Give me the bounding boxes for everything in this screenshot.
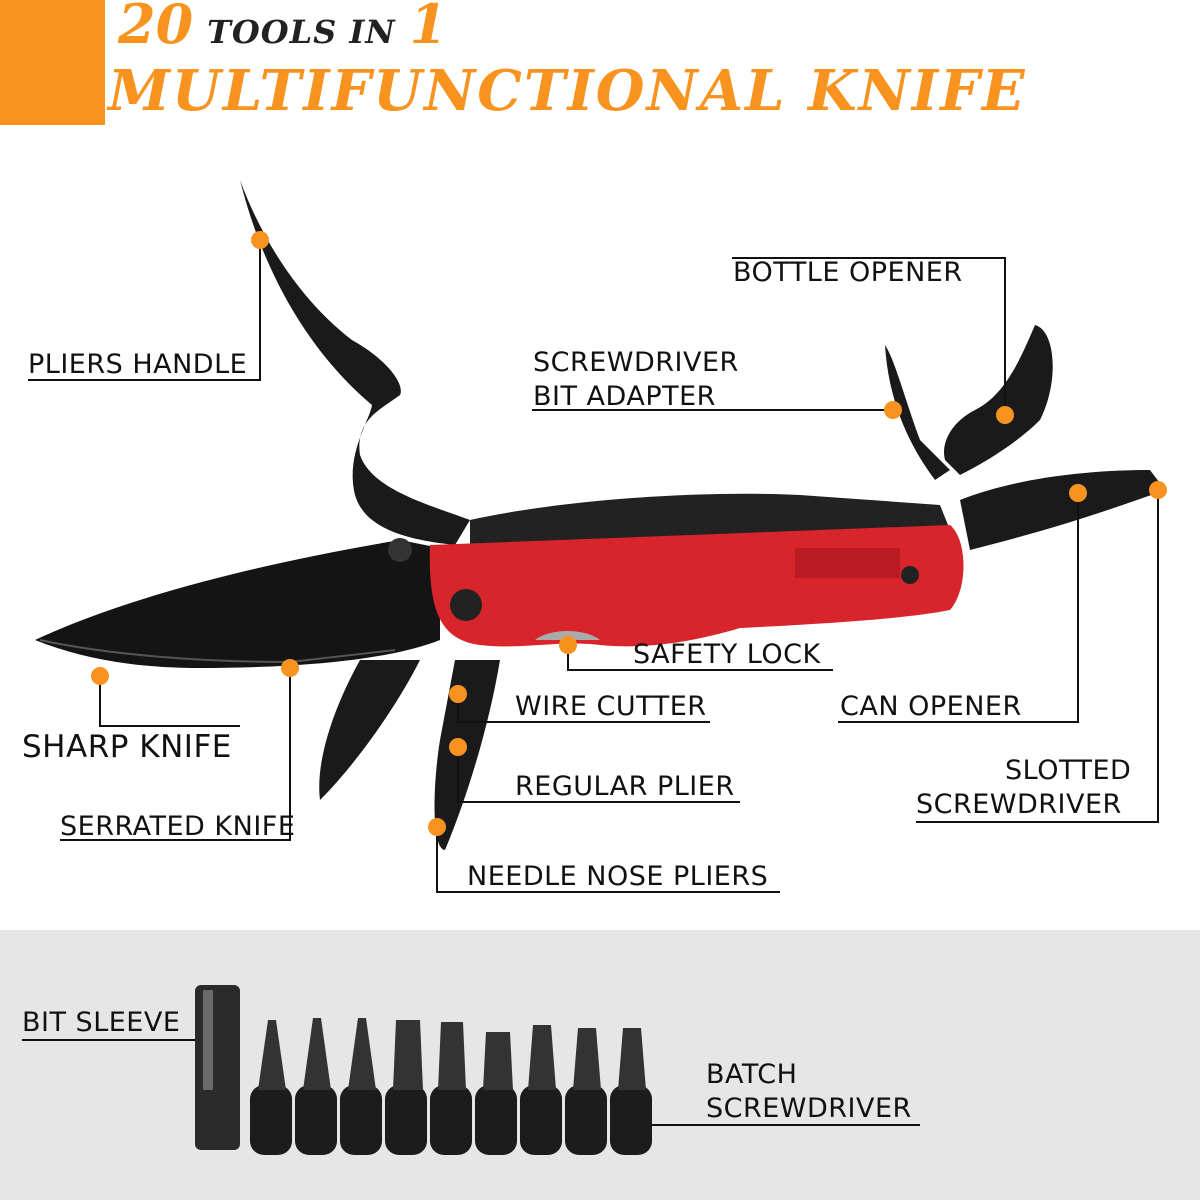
bit-tips xyxy=(258,1018,646,1090)
can-opener-arm xyxy=(960,470,1165,550)
bit-holder-1 xyxy=(250,1085,292,1155)
bit-tip-5 xyxy=(438,1022,466,1090)
bit-adapter-arm xyxy=(885,345,950,480)
label-slotted-line2: SCREWDRIVER xyxy=(916,789,1122,820)
leader-regular-plier xyxy=(457,747,740,803)
dot-wire-cutter xyxy=(449,685,467,703)
bit-tip-6 xyxy=(483,1032,513,1090)
label-regular-plier: REGULAR PLIER xyxy=(515,771,735,802)
handle-screw xyxy=(450,589,482,621)
leader-slotted-screwdriver xyxy=(916,490,1159,823)
label-batch-line1: BATCH xyxy=(706,1059,798,1090)
dot-needle-nose xyxy=(428,818,446,836)
bit-sleeve xyxy=(195,985,240,1150)
dot-safety-lock xyxy=(559,636,577,654)
label-serrated-knife: SERRATED KNIFE xyxy=(60,811,296,842)
leader-lines xyxy=(22,240,1159,1126)
label-can-opener: CAN OPENER xyxy=(840,691,1022,722)
bit-tip-2 xyxy=(303,1018,331,1090)
label-pliers-handle: PLIERS HANDLE xyxy=(28,349,248,380)
red-handle xyxy=(429,525,964,647)
leader-needle-nose xyxy=(436,827,780,893)
label-needle-nose-pliers: NEEDLE NOSE PLIERS xyxy=(467,861,769,892)
bit-tip-3 xyxy=(348,1018,376,1090)
header-accent-bar xyxy=(0,0,105,125)
leader-serrated-knife xyxy=(60,668,291,841)
dot-slotted-screwdriver xyxy=(1149,481,1167,499)
knife-blade xyxy=(35,540,440,668)
label-bottle-opener: BOTTLE OPENER xyxy=(733,257,963,288)
bit-holder-3 xyxy=(340,1085,382,1155)
bit-holder-8 xyxy=(565,1085,607,1155)
title-line-1: 20 TOOLS IN 1 xyxy=(118,0,447,56)
dot-can-opener xyxy=(1069,484,1087,502)
label-bit-adapter-line1: SCREWDRIVER xyxy=(533,347,739,378)
label-bit-sleeve: BIT SLEEVE xyxy=(22,1007,181,1038)
bit-tip-4 xyxy=(393,1020,423,1090)
dot-bottle-opener xyxy=(996,406,1014,424)
bit-set xyxy=(195,985,652,1155)
bit-holder-7 xyxy=(520,1085,562,1155)
bit-tip-9 xyxy=(618,1028,646,1090)
plier-lower-jaw xyxy=(319,660,420,800)
bit-tip-8 xyxy=(573,1028,601,1090)
dot-serrated-knife xyxy=(281,659,299,677)
label-safety-lock: SAFETY LOCK xyxy=(633,639,821,670)
title-line-2: MULTIFUNCTIONAL KNIFE xyxy=(108,58,1027,124)
label-batch-line2: SCREWDRIVER xyxy=(706,1093,912,1124)
blade-pivot xyxy=(388,538,412,562)
label-wire-cutter: WIRE CUTTER xyxy=(515,691,707,722)
bit-holder-5 xyxy=(430,1085,472,1155)
bit-holder-6 xyxy=(475,1085,517,1155)
leader-wire-cutter xyxy=(457,694,710,723)
dot-sharp-knife xyxy=(91,667,109,685)
leader-pliers-handle xyxy=(28,240,261,381)
bit-tip-7 xyxy=(528,1025,556,1090)
blade-edge-highlight xyxy=(39,639,396,664)
dot-pliers-handle xyxy=(251,231,269,249)
label-bit-adapter-line2: BIT ADAPTER xyxy=(533,381,716,412)
title-count: 20 xyxy=(118,0,194,56)
title-mid: TOOLS IN xyxy=(207,13,396,51)
bit-holder-2 xyxy=(295,1085,337,1155)
leader-sharp-knife xyxy=(99,676,240,727)
bit-holder-4 xyxy=(385,1085,427,1155)
handle-pin xyxy=(901,566,919,584)
bit-holder-9 xyxy=(610,1085,652,1155)
leader-bottle-opener xyxy=(732,257,1006,415)
bit-holders xyxy=(250,1085,652,1155)
bit-tip-1 xyxy=(258,1020,286,1090)
bit-sleeve-highlight xyxy=(203,990,213,1090)
handle-grip-ridges xyxy=(795,548,900,578)
label-slotted-line1: SLOTTED xyxy=(1005,755,1132,786)
wire-cutter-jaw xyxy=(434,660,500,850)
leader-can-opener xyxy=(838,493,1079,723)
pliers-handle-arm xyxy=(240,180,470,545)
dot-bit-adapter xyxy=(884,401,902,419)
bottle-opener-arm xyxy=(944,325,1053,475)
title-one: 1 xyxy=(409,0,448,56)
label-sharp-knife: SHARP KNIFE xyxy=(22,729,232,765)
safety-lock-tab xyxy=(535,631,600,640)
dot-regular-plier xyxy=(449,738,467,756)
